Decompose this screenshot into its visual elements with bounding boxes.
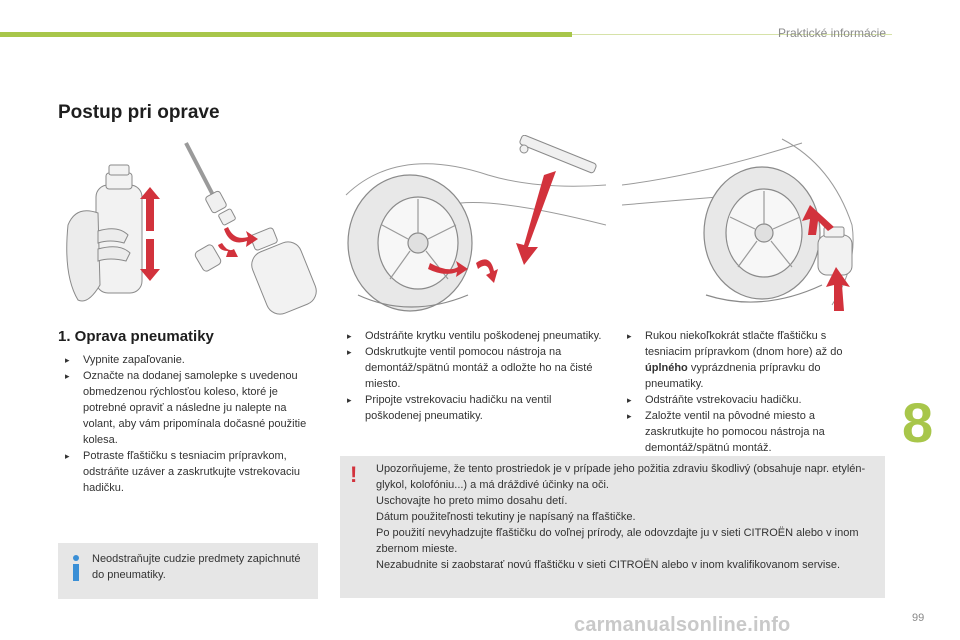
section-header-title: Praktické informácie [777, 26, 886, 40]
steps-list-column-2: Odstráňte krytku ventilu poškodenej pneu… [344, 328, 604, 424]
list-item: Pripojte vstrekovaciu hadičku na ventil … [344, 392, 604, 424]
step-text: vyprázdnenia prípravku do pneumatiky. [645, 362, 821, 390]
valve-tool [519, 135, 597, 174]
open-bottle [250, 227, 317, 315]
list-item: Rukou niekoľkokrát stlačte fľaštičku s t… [624, 328, 872, 392]
info-note-box: Neodstraňujte cudzie predmety zapichnuté… [58, 543, 318, 599]
exclamation-icon: ! [350, 462, 358, 487]
shake-arrows [140, 187, 160, 281]
press-arrows [802, 205, 850, 311]
list-item: Odstráňte krytku ventilu poškodenej pneu… [344, 328, 604, 344]
sealant-bottle [817, 226, 853, 276]
info-icon [73, 555, 79, 581]
screw-arrows [218, 227, 258, 257]
list-item: Založte ventil na pôvodné miesto a zaskr… [624, 408, 872, 456]
steps-list-column-1: Vypnite zapaľovanie. Označte na dodanej … [62, 352, 318, 496]
list-item: Odskrutkujte ventil pomocou nástroja na … [344, 344, 604, 392]
list-item: Odstráňte vstrekovaciu hadičku. [624, 392, 872, 408]
tyre-injection-illustration [622, 138, 854, 311]
injection-hose [184, 142, 236, 226]
warning-line: Uschovajte ho preto mimo dosahu detí. [376, 495, 568, 507]
page-number: 99 [912, 612, 925, 624]
chapter-number: 8 [902, 391, 934, 454]
bottle-in-hand [95, 164, 143, 294]
warning-line: Nezabudnite si zaobstarať novú fľaštičku… [376, 559, 841, 571]
warning-line: Upozorňujeme, že tento prostriedok je v … [376, 463, 866, 491]
step-text: Rukou niekoľkokrát stlačte fľaštičku s t… [645, 330, 843, 358]
tyre-valve-tool-illustration [345, 135, 606, 312]
wheel [703, 166, 823, 303]
watermark: carmanualsonline.info [574, 614, 791, 636]
list-item: Potraste fľaštičku s tesniacim prípravko… [62, 448, 318, 496]
flat-tyre [347, 174, 473, 312]
section-title: 1. Oprava pneumatiky [58, 328, 214, 345]
list-item: Označte na dodanej samolepke s uvedenou … [62, 368, 318, 448]
page-title: Postup pri oprave [58, 102, 220, 123]
list-item: Vypnite zapaľovanie. [62, 352, 318, 368]
step-emphasis: úplného [645, 362, 688, 374]
warning-line: Dátum použiteľnosti tekutiny je napísaný… [376, 511, 636, 523]
warning-text: Upozorňujeme, že tento prostriedok je v … [376, 461, 880, 573]
warning-line: Po použití nevyhadzujte fľaštičku do voľ… [376, 527, 859, 555]
unscrew-arrows [428, 259, 498, 283]
bottle-cap [194, 244, 222, 272]
warning-box: ! Upozorňujeme, že tento prostriedok je … [340, 456, 885, 598]
down-arrow [516, 171, 556, 265]
header-accent-bar [0, 32, 572, 37]
info-note-text: Neodstraňujte cudzie predmety zapichnuté… [92, 553, 301, 581]
sealant-bottle-illustration [66, 142, 317, 315]
steps-list-column-3: Rukou niekoľkokrát stlačte fľaštičku s t… [624, 328, 872, 456]
header-divider [572, 34, 892, 35]
hand [66, 210, 131, 302]
